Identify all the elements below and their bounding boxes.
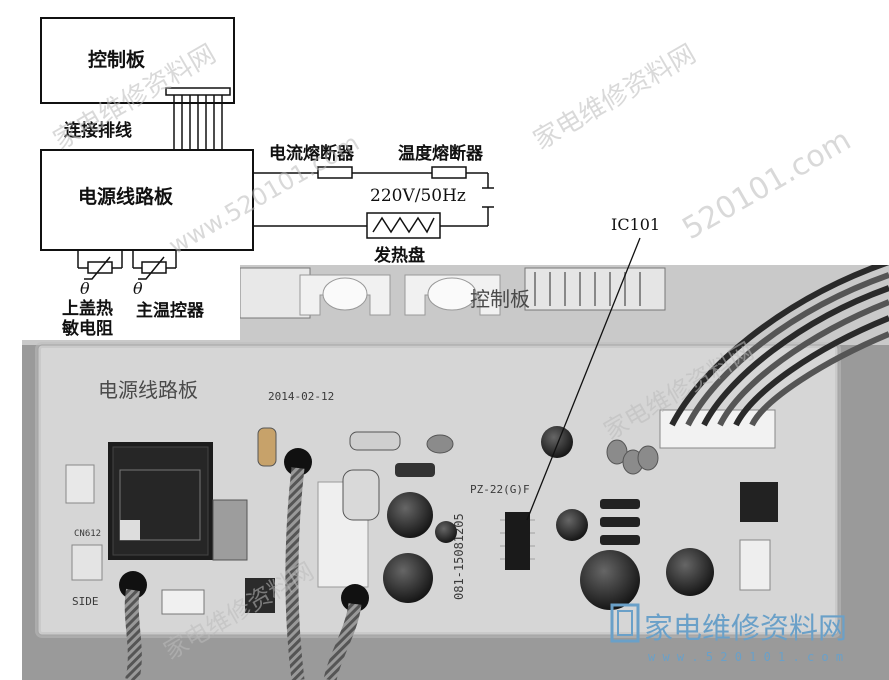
temp-fuse-label: 温度熔断器 [398, 143, 484, 164]
fuse-circuit [253, 166, 494, 227]
site-logo-url: w w w . 5 2 0 1 0 1 . c o m [648, 650, 843, 664]
connector-pins [534, 272, 641, 306]
thermistor-symbol [84, 256, 113, 280]
board-connectors [65, 409, 778, 615]
heating-plate-label: 发热盘 [373, 245, 425, 266]
control-board-label: 控制板 [88, 48, 146, 71]
theta-symbol-2: θ [133, 279, 143, 298]
ic101-callout-label: IC101 [611, 215, 660, 234]
relay [108, 442, 213, 560]
supply-label: 220V/50Hz [370, 186, 466, 206]
regulator-heatsink [212, 499, 248, 561]
site-logo-text: 家电维修资料网 [644, 611, 847, 645]
site-logo-icon [610, 603, 640, 643]
ic101-chip [500, 512, 535, 570]
main-thermostat-label: 主温控器 [136, 300, 205, 321]
lid-thermistor-label-line2: 敏电阻 [61, 318, 113, 339]
ribbon-cable-label: 连接排线 [64, 120, 132, 141]
pcb-cn612-label: CN612 [74, 529, 101, 539]
theta-symbol-1: θ [80, 279, 90, 298]
ic101-callout-line [526, 237, 641, 521]
ceramic-capacitors [426, 434, 659, 475]
wire-harness [669, 259, 889, 427]
schematic: 控制板 连接排线 电源线路板 电流熔断器 温 [0, 17, 661, 521]
heating-plate-symbol [366, 212, 441, 239]
mounting-clips [299, 274, 501, 316]
heater-wires [119, 448, 369, 680]
power-board-box [40, 149, 254, 251]
pcb-date: 2014-02-12 [268, 390, 334, 403]
lid-thermistor-label-line1: 上盖热 [62, 298, 113, 319]
power-board-label: 电源线路板 [78, 185, 174, 208]
current-fuse-label: 电流熔断器 [269, 143, 355, 164]
connector-block-left [239, 267, 311, 319]
site-logo: 家电维修资料网 w w w . 5 2 0 1 0 1 . c o m [610, 603, 847, 664]
pcb-model: PZ-22(G)F [470, 483, 530, 496]
axial-resistors [257, 427, 640, 545]
pcb-silkscreen-title: 电源线路板 [98, 378, 198, 402]
schematic-backdrop-lower [0, 265, 240, 340]
photo-control-board-label: 控制板 [470, 287, 530, 311]
pcb-photo: 控制板 电源线路板 2014-02-12 PZ-22(G)F 081-15081… [22, 259, 889, 680]
thermostat-symbol [138, 256, 167, 280]
pcb-side-label: SIDE [72, 595, 99, 608]
electrolytic-capacitors [383, 426, 714, 610]
